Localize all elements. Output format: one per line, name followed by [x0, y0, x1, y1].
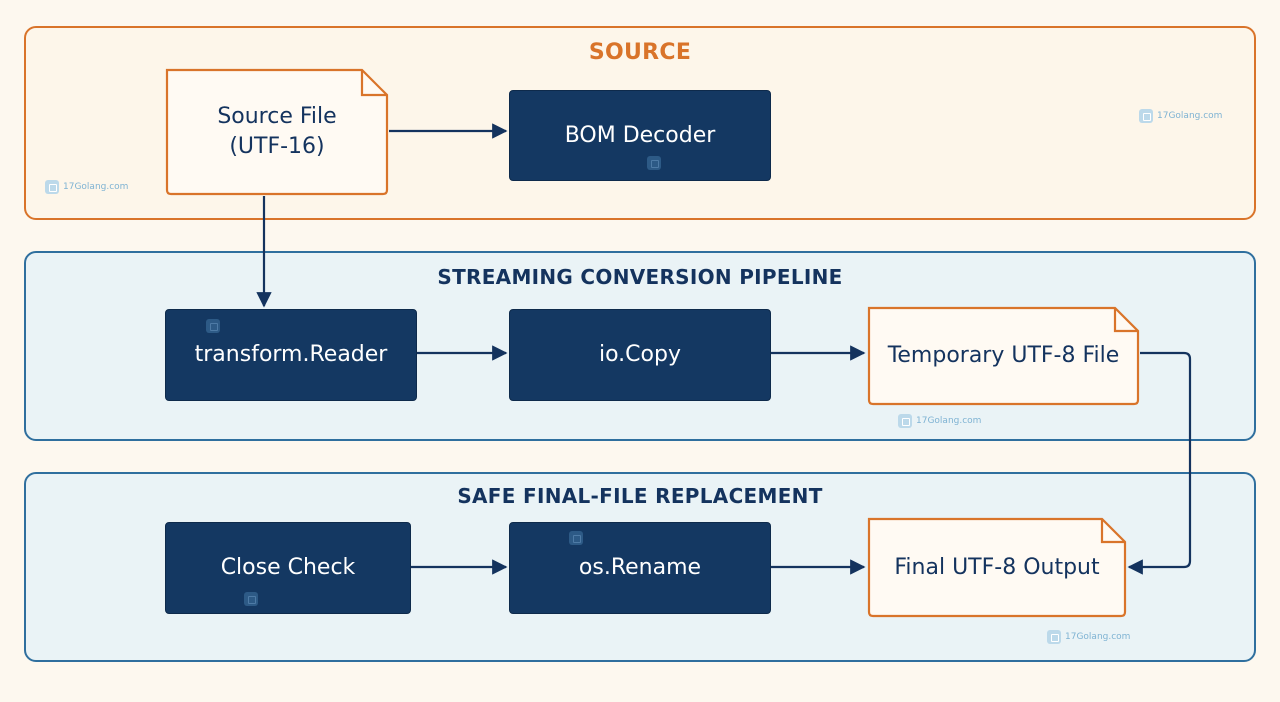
bom-decoder-node: BOM Decoder: [509, 90, 771, 181]
watermark: 17Golang.com: [898, 414, 981, 428]
io-copy-node: io.Copy: [509, 309, 771, 401]
watermark-logo-icon: [244, 592, 258, 606]
temp-file-label: Temporary UTF-8 File: [887, 343, 1120, 369]
close-check-label: Close Check: [220, 555, 356, 581]
watermark: 17Golang.com: [1047, 630, 1130, 644]
os-rename-node: os.Rename: [509, 522, 771, 614]
watermark-logo-icon: [569, 531, 583, 545]
watermark-text: 17Golang.com: [1065, 632, 1131, 642]
os-rename-label: os.Rename: [578, 555, 702, 581]
watermark-text: 17Golang.com: [916, 416, 982, 426]
final-output-label: Final UTF-8 Output: [894, 554, 1100, 580]
document-shape-icon: [867, 306, 1140, 406]
watermark-faint: [206, 319, 220, 333]
edge-temp-to-final: [1127, 351, 1192, 575]
watermark-logo-icon: [1047, 630, 1061, 644]
watermark-logo-icon: [647, 156, 661, 170]
final-output-node: Final UTF-8 Output: [867, 517, 1127, 618]
watermark-logo-icon: [45, 180, 59, 194]
watermark-logo-icon: [898, 414, 912, 428]
source-group-title: SOURCE: [588, 40, 692, 65]
source-file-node: Source File (UTF-16): [165, 68, 389, 196]
watermark-text: 17Golang.com: [1157, 111, 1223, 121]
document-shape-icon: [867, 517, 1127, 618]
pipeline-group-title: STREAMING CONVERSION PIPELINE: [437, 265, 843, 289]
transform-reader-label: transform.Reader: [194, 342, 388, 368]
watermark-faint: [647, 156, 661, 170]
document-shape-icon: [165, 68, 389, 196]
watermark-faint: [569, 531, 583, 545]
watermark-faint: [244, 592, 258, 606]
watermark-text: 17Golang.com: [63, 182, 129, 192]
temp-file-node: Temporary UTF-8 File: [867, 306, 1140, 406]
source-file-label: Source File (UTF-16): [217, 104, 337, 159]
replacement-group-title: SAFE FINAL-FILE REPLACEMENT: [457, 484, 823, 508]
transform-reader-node: transform.Reader: [165, 309, 417, 401]
io-copy-label: io.Copy: [599, 342, 681, 368]
watermark-logo-icon: [206, 319, 220, 333]
bom-decoder-label: BOM Decoder: [564, 122, 716, 148]
watermark: 17Golang.com: [45, 180, 128, 194]
watermark: 17Golang.com: [1139, 109, 1222, 123]
close-check-node: Close Check: [165, 522, 411, 614]
watermark-logo-icon: [1139, 109, 1153, 123]
